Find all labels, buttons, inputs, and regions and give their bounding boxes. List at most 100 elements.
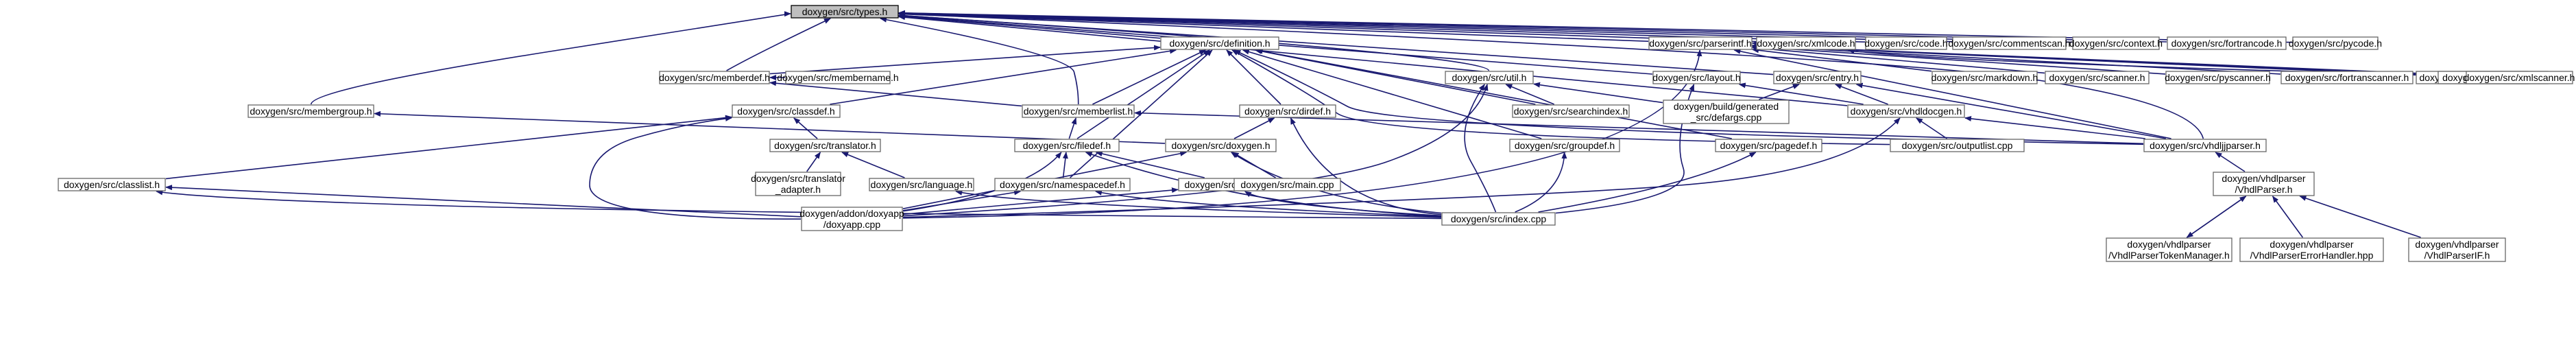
node-ErrorHandler[interactable]: doxygen/vhdlparser/VhdlParserErrorHandle… (2239, 237, 2384, 262)
node-xmlcode[interactable]: doxygen/src/xmlcode.h (1756, 36, 1856, 50)
node-dirdef[interactable]: doxygen/src/dirdef.h (1239, 104, 1336, 118)
node-pagedef[interactable]: doxygen/src/pagedef.h (1715, 139, 1822, 152)
node-types[interactable]: doxygen/src/types.h (791, 5, 899, 19)
node-VhdlParser[interactable]: doxygen/vhdlparser/VhdlParser.h (2213, 172, 2315, 196)
node-box (1160, 36, 1279, 50)
node-box (2466, 71, 2573, 84)
edge-namespacedef-to-filedef (1062, 152, 1068, 178)
node-context[interactable]: doxygen/src/context.h (2069, 36, 2163, 50)
node-markdown[interactable]: doxygen/src/markdown.h (1931, 71, 2038, 84)
node-label: doxygen/src/util.h (1452, 72, 1527, 83)
node-pyscanner[interactable]: doxygen/src/pyscanner.h (2165, 71, 2271, 84)
node-memberdef[interactable]: doxygen/src/memberdef.h (659, 71, 770, 84)
edge-vhdldocgen-to-layout (1738, 82, 1864, 105)
edge-VhdlParser-to-vhdljjparser (2215, 152, 2246, 172)
node-box (2213, 172, 2315, 196)
edge-scanner-to-parserintf (1752, 45, 2045, 74)
edge-vhdljjparser-to-types (898, 11, 2204, 139)
node-fortranscanner[interactable]: doxygen/src/fortranscanner.h (2280, 71, 2414, 84)
node-label: _adapter.h (775, 184, 821, 195)
node-translator-adapter[interactable]: doxygen/src/translator_adapter.h (751, 172, 845, 196)
node-label: doxygen/src/classlist.h (64, 179, 160, 190)
node-label: doxygen/vhdlparser (2127, 239, 2211, 250)
node-label: /VhdlParser.h (2235, 184, 2292, 195)
node-box (2045, 71, 2150, 84)
node-xmlscanner[interactable]: doxygen/src/xmlscanner.h (2464, 71, 2575, 84)
node-layout[interactable]: doxygen/src/layout.h (1652, 71, 1741, 84)
node-label: doxygen/src/searchindex.h (1514, 106, 1628, 117)
edge-searchindex-to-util (1505, 84, 1555, 105)
edge-entry-to-types (898, 12, 1774, 75)
node-fortrancode[interactable]: doxygen/src/fortrancode.h (2167, 36, 2287, 50)
edge-VhdlParser-to-TokenManager (2186, 196, 2247, 238)
node-box (1441, 212, 1556, 226)
node-VhdlParserIF[interactable]: doxygen/vhdlparser/VhdlParserIF.h (2408, 237, 2506, 262)
node-label: /doxyapp.cpp (823, 219, 880, 230)
node-filedef[interactable]: doxygen/src/filedef.h (1014, 139, 1120, 152)
node-label: doxygen/src/fortranscanner.h (2285, 72, 2409, 83)
edge-fortranscanner-to-parserintf (1752, 43, 2281, 75)
node-membergroup[interactable]: doxygen/src/membergroup.h (248, 104, 374, 118)
edge-vhdldocgen-to-entry (1834, 84, 1888, 105)
edge-doxyapp-to-vhdldocgen (902, 117, 1901, 218)
node-membername[interactable]: doxygen/src/membername.h (777, 71, 899, 84)
node-doxyapp[interactable]: doxygen/addon/doxyapp/doxyapp.cpp (799, 207, 904, 231)
node-memberlist[interactable]: doxygen/src/memberlist.h (1022, 104, 1135, 118)
node-maincpp[interactable]: doxygen/src/main.cpp (1233, 178, 1341, 191)
node-scanner[interactable]: doxygen/src/scanner.h (2045, 71, 2150, 84)
node-searchindex[interactable]: doxygen/src/searchindex.h (1512, 104, 1630, 118)
node-label: doxygen/src/scanner.h (2049, 72, 2145, 83)
node-box (1756, 36, 1856, 50)
node-box (1014, 139, 1120, 152)
node-vhdljjparser[interactable]: doxygen/src/vhdljjparser.h (2143, 139, 2267, 152)
node-indexcpp[interactable]: doxygen/src/index.cpp (1441, 212, 1556, 226)
node-label: doxygen/src/xmlcode.h (1757, 38, 1855, 49)
edge-vhdljjparser-to-parserintf (1733, 48, 2171, 139)
node-groupdef[interactable]: doxygen/src/groupdef.h (1509, 139, 1620, 152)
node-label: doxygen/vhdlparser (2415, 239, 2499, 250)
node-box (1165, 139, 1277, 152)
edge-doxyapp-to-classdef (589, 115, 802, 220)
edge-memberlist-to-memberdef (769, 80, 1022, 107)
node-box (2106, 237, 2232, 262)
node-language[interactable]: doxygen/src/language.h (869, 178, 974, 191)
edge-indexcpp-to-filename (1244, 191, 1442, 217)
node-classdef[interactable]: doxygen/src/classdef.h (732, 104, 841, 118)
node-commentscan[interactable]: doxygen/src/commentscan.h (1948, 36, 2071, 50)
node-definition[interactable]: doxygen/src/definition.h (1160, 36, 1279, 50)
node-box (1239, 104, 1336, 118)
node-entry[interactable]: doxygen/src/entry.h (1773, 71, 1862, 84)
node-box (785, 71, 891, 84)
node-defargs[interactable]: doxygen/build/generated_src/defargs.cpp (1663, 99, 1790, 124)
edge-defargs-to-entry (1759, 84, 1800, 100)
edge-defargs-to-util (1533, 82, 1663, 104)
node-label: doxygen/src/vhdldocgen.h (1851, 106, 1962, 117)
node-box (791, 5, 899, 19)
node-label: doxygen/src/translator (751, 173, 845, 184)
node-namespacedef[interactable]: doxygen/src/namespacedef.h (994, 178, 1131, 191)
node-label: doxygen/src/parserintf.h (1649, 38, 1751, 49)
node-parserintf[interactable]: doxygen/src/parserintf.h (1648, 36, 1753, 50)
edge-vhdljjparser-to-definition (1233, 49, 2144, 145)
edge-filedef-to-memberlist (1068, 117, 1077, 139)
node-doxygen[interactable]: doxygen/src/doxygen.h (1165, 139, 1277, 152)
node-label: doxygen/src/pyscanner.h (2165, 72, 2271, 83)
node-label: doxygen/src/membername.h (777, 72, 898, 83)
node-label: doxygen/src/classdef.h (737, 106, 834, 117)
node-outputlist[interactable]: doxygen/src/outputlist.cpp (1890, 139, 2025, 152)
edge-doxyapp-to-parserintf (902, 49, 1702, 219)
node-classlist[interactable]: doxygen/src/classlist.h (58, 178, 166, 191)
node-code[interactable]: doxygen/src/code.h (1864, 36, 1948, 50)
node-label: doxygen/src/commentscan.h (1948, 38, 2070, 49)
node-translator[interactable]: doxygen/src/translator.h (769, 139, 881, 152)
node-util[interactable]: doxygen/src/util.h (1445, 71, 1534, 84)
edge-classlist-to-classdef (165, 115, 732, 180)
node-pycode[interactable]: doxygen/src/pycode.h (2289, 36, 2382, 50)
node-vhdldocgen[interactable]: doxygen/src/vhdldocgen.h (1847, 104, 1965, 118)
edge-doxygen-to-membergroup (374, 110, 1166, 144)
edge-markdown-to-parserintf (1752, 47, 1932, 72)
node-TokenManager[interactable]: doxygen/vhdlparser/VhdlParserTokenManage… (2106, 237, 2232, 262)
edge-membergroup-to-types (310, 11, 791, 105)
node-box (2280, 71, 2414, 84)
edge-memberdef-to-types (726, 18, 831, 71)
